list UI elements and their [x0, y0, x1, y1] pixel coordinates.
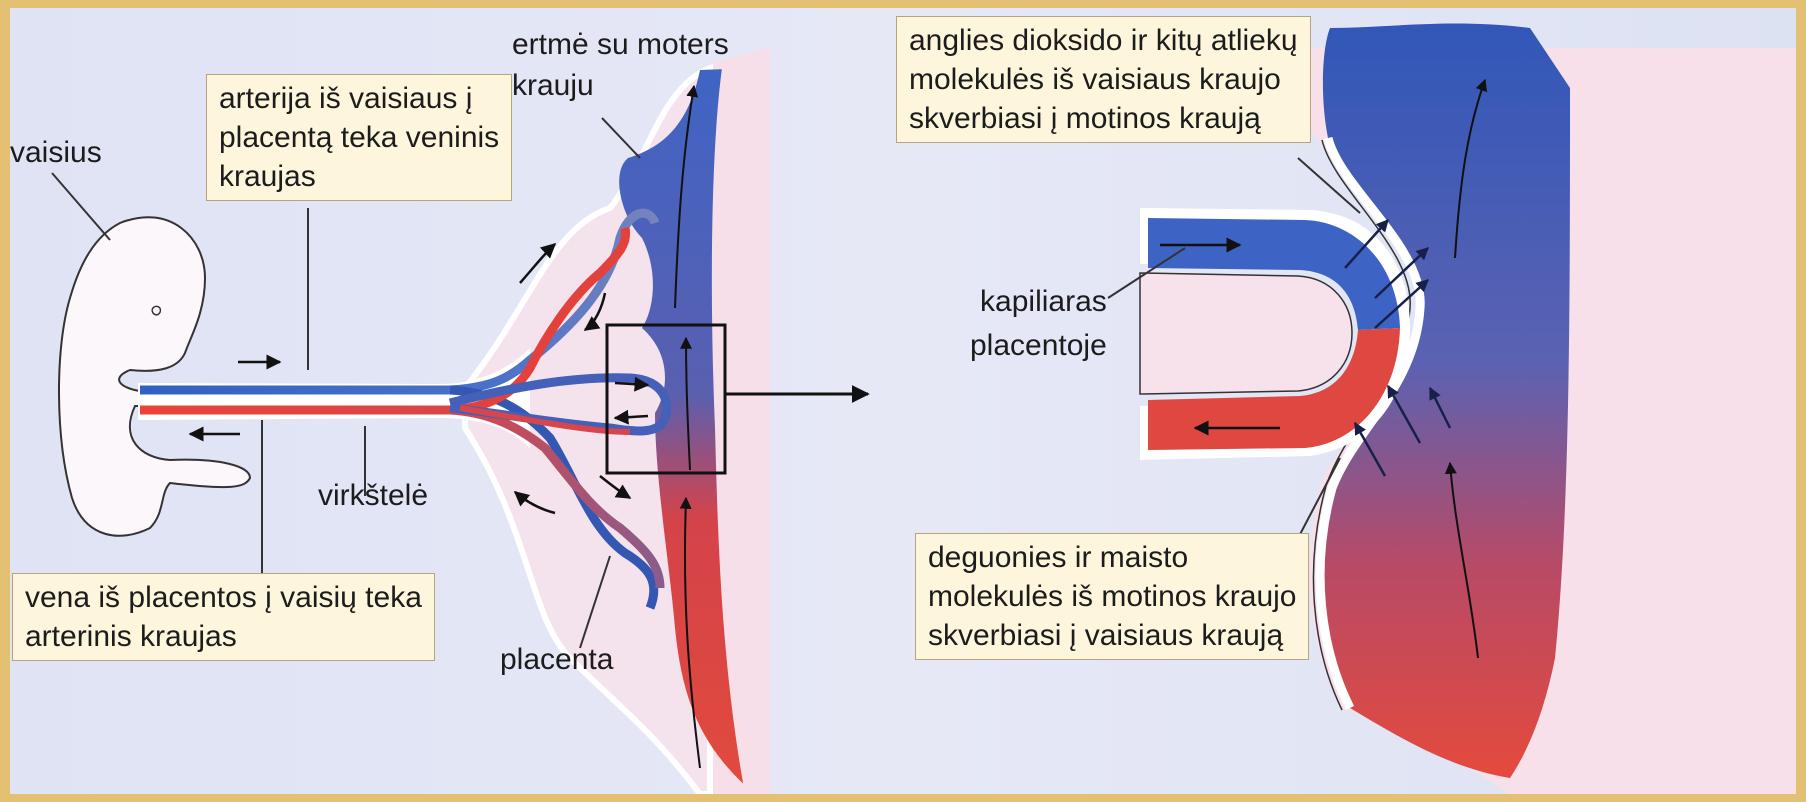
label-line: skverbiasi į vaisiaus kraują	[928, 616, 1296, 655]
label-line: placentoje	[970, 324, 1107, 368]
leader-line	[602, 118, 640, 158]
leader-line	[52, 173, 110, 240]
label-fetus: vaisius	[10, 133, 102, 173]
label-umbilical-cord: virkštelė	[318, 476, 428, 516]
label-line: skverbiasi į motinos kraują	[909, 99, 1298, 138]
label-line: placentą teka veninis	[219, 118, 499, 157]
label-line: deguonies ir maisto	[928, 538, 1296, 577]
label-box-oxygen: deguonies ir maisto molekulės iš motinos…	[915, 533, 1309, 660]
capillary-inner	[1140, 273, 1352, 394]
label-line: molekulės iš vaisiaus kraujo	[909, 60, 1298, 99]
label-line: ertmė su moters	[512, 24, 729, 65]
label-line: arterinis kraujas	[25, 617, 422, 656]
label-line: vena iš placentos į vaisių teka	[25, 578, 422, 617]
label-placenta: placenta	[500, 640, 613, 680]
fetus-illustration	[59, 217, 250, 536]
label-maternal-cavity: ertmė su moters krauju	[512, 24, 729, 106]
label-line: kraujas	[219, 157, 499, 196]
diagram-frame: vaisius ertmė su moters krauju arterija …	[10, 8, 1796, 794]
label-line: kapiliaras	[970, 280, 1107, 324]
label-line: molekulės iš motinos kraujo	[928, 577, 1296, 616]
label-line: anglies dioksido ir kitų atliekų	[909, 21, 1298, 60]
label-box-vein: vena iš placentos į vaisių teka arterini…	[12, 573, 435, 661]
label-capillary: kapiliaras placentoje	[970, 280, 1107, 368]
label-box-co2: anglies dioksido ir kitų atliekų molekul…	[896, 16, 1311, 143]
label-box-artery: arterija iš vaisiaus į placentą teka ven…	[206, 74, 512, 201]
label-line: krauju	[512, 65, 729, 106]
label-line: arterija iš vaisiaus į	[219, 79, 499, 118]
